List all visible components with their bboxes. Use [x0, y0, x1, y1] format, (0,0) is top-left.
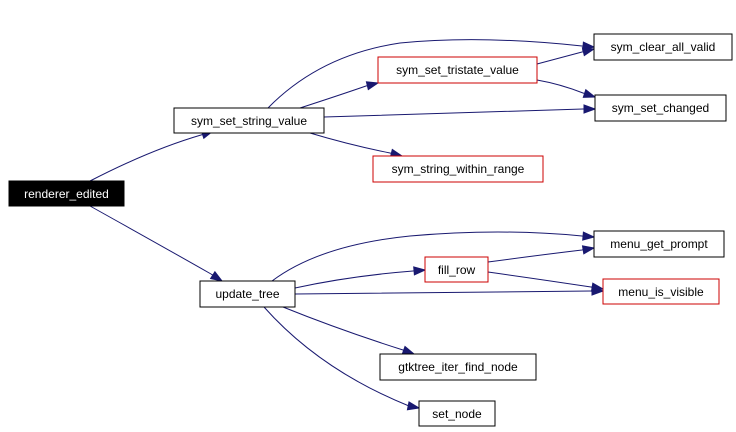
edge-fill-row-to-menu-is-visible-arrowhead — [590, 282, 605, 292]
node-label-sym-string-within-range: sym_string_within_range — [392, 162, 525, 176]
edge-update-tree-to-fill-row-arrowhead — [413, 266, 427, 276]
node-label-sym-clear-all-valid: sym_clear_all_valid — [611, 40, 716, 54]
node-sym-string-within-range[interactable]: sym_string_within_range — [372, 155, 544, 183]
node-menu-is-visible[interactable]: menu_is_visible — [602, 278, 720, 305]
edge-sym-set-string-value-to-sym-set-changed — [323, 104, 597, 118]
edge-sym-set-string-value-to-sym-set-changed-arrowhead — [583, 104, 597, 114]
edges-layer — [89, 39, 605, 411]
node-label-menu-get-prompt: menu_get_prompt — [610, 237, 708, 251]
node-set-node[interactable]: set_node — [418, 400, 496, 427]
edge-update-tree-to-gtktree-iter-find-node — [282, 306, 416, 355]
node-sym-set-tristate-value[interactable]: sym_set_tristate_value — [377, 56, 538, 84]
node-label-fill-row: fill_row — [438, 263, 476, 277]
node-label-update-tree: update_tree — [215, 287, 279, 301]
edge-update-tree-to-set-node — [263, 306, 421, 411]
node-label-set-node: set_node — [432, 407, 482, 421]
edge-update-tree-to-fill-row — [294, 266, 427, 289]
nodes-layer: renderer_edited sym_set_string_value sym… — [8, 33, 733, 427]
node-label-menu-is-visible: menu_is_visible — [618, 285, 704, 299]
edge-update-tree-to-set-node-arrowhead — [406, 401, 421, 411]
edge-sym-set-tristate-value-to-sym-set-changed-arrowhead — [582, 88, 597, 98]
node-menu-get-prompt[interactable]: menu_get_prompt — [593, 230, 725, 258]
edge-renderer-edited-to-update-tree-arrowhead — [209, 270, 224, 282]
edge-sym-set-tristate-value-to-sym-set-changed — [536, 79, 597, 98]
node-gtktree-iter-find-node[interactable]: gtktree_iter_find_node — [379, 353, 537, 381]
node-renderer-edited[interactable]: renderer_edited — [8, 180, 125, 207]
edge-fill-row-to-menu-is-visible — [487, 271, 605, 292]
edge-update-tree-to-gtktree-iter-find-node-arrowhead — [401, 345, 416, 355]
edge-fill-row-to-menu-get-prompt-arrowhead — [581, 245, 596, 255]
edge-sym-set-tristate-value-to-sym-clear-all-valid — [536, 47, 596, 65]
node-label-sym-set-changed: sym_set_changed — [612, 101, 709, 115]
edge-renderer-edited-to-sym-set-string-value — [89, 130, 215, 182]
node-sym-set-string-value[interactable]: sym_set_string_value — [173, 107, 325, 134]
node-fill-row[interactable]: fill_row — [424, 256, 489, 283]
edge-update-tree-to-menu-get-prompt — [271, 231, 596, 282]
edge-sym-set-string-value-to-sym-set-tristate-value-arrowhead — [365, 81, 380, 91]
edge-sym-set-string-value-to-sym-set-tristate-value — [299, 81, 380, 109]
edge-sym-set-string-value-to-sym-string-within-range — [309, 132, 404, 158]
node-sym-clear-all-valid[interactable]: sym_clear_all_valid — [593, 33, 733, 61]
node-label-renderer-edited: renderer_edited — [24, 187, 109, 201]
node-label-sym-set-tristate-value: sym_set_tristate_value — [396, 63, 519, 77]
edge-fill-row-to-menu-get-prompt — [487, 245, 596, 263]
edge-renderer-edited-to-update-tree — [89, 205, 224, 282]
edge-sym-set-tristate-value-to-sym-clear-all-valid-arrowhead — [581, 47, 596, 57]
node-label-sym-set-string-value: sym_set_string_value — [191, 114, 307, 128]
node-sym-set-changed[interactable]: sym_set_changed — [594, 94, 727, 122]
node-update-tree[interactable]: update_tree — [199, 280, 296, 308]
edge-update-tree-to-menu-is-visible — [294, 286, 605, 296]
edge-update-tree-to-menu-get-prompt-arrowhead — [582, 231, 596, 241]
node-label-gtktree-iter-find-node: gtktree_iter_find_node — [398, 360, 518, 374]
